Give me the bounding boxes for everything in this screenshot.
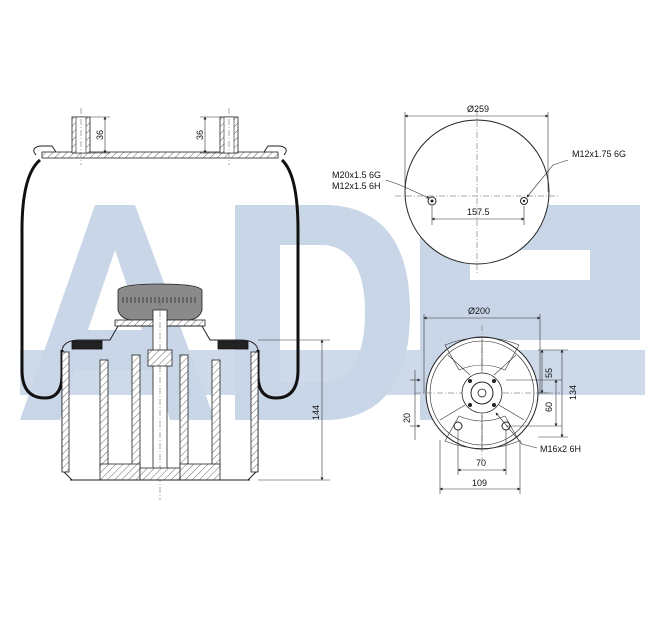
label-thread-left-1: M20x1.5 6G: [332, 170, 381, 180]
dim-55: 55: [544, 368, 554, 378]
dim-20: 20: [402, 413, 412, 423]
air-spring-section: [20, 108, 300, 500]
dim-bolt-spacing: 157.5: [467, 207, 490, 217]
dim-stud-right: 36: [195, 130, 205, 140]
dim-60: 60: [544, 402, 554, 412]
dim-134: 134: [568, 385, 578, 400]
bottom-view: [410, 314, 568, 494]
dim-top-diameter: Ø259: [467, 104, 489, 114]
adr-watermark-logo: [20, 205, 645, 420]
dim-109: 109: [472, 478, 487, 488]
label-thread-bottom: M16x2 6H: [540, 444, 581, 454]
label-thread-left-2: M12x1.5 6H: [332, 181, 381, 191]
dim-overall-height: 144: [311, 405, 321, 420]
dim-70: 70: [476, 458, 486, 468]
dim-stud-left: 36: [95, 130, 105, 140]
left-dimension-lines: [90, 116, 330, 481]
top-view: [385, 110, 569, 275]
dim-bottom-diameter: Ø200: [468, 306, 490, 316]
label-thread-right: M12x1.75 6G: [572, 149, 626, 159]
